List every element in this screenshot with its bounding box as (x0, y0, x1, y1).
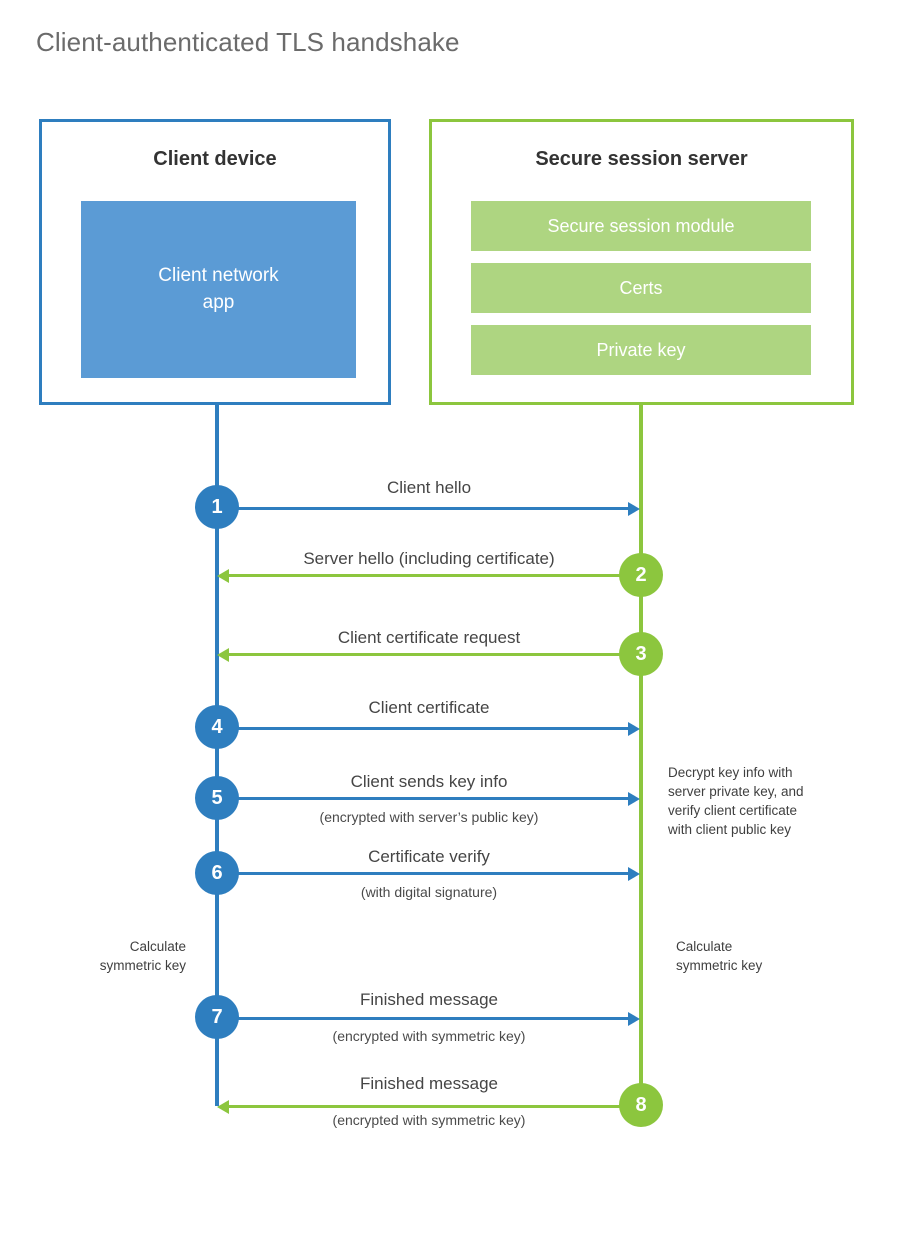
message-sublabel-8: (encrypted with symmetric key) (332, 1112, 526, 1128)
message-arrow-8 (217, 1099, 641, 1114)
arrowhead-left-icon (217, 568, 229, 583)
arrowhead-right-icon (628, 866, 640, 881)
secure-session-server-title: Secure session server (535, 148, 748, 170)
message-label-5: Client sends key info (350, 772, 508, 791)
client-lifeline (215, 405, 219, 1106)
message-sublabel-7: (encrypted with symmetric key) (332, 1028, 526, 1044)
message-sublabel-5: (encrypted with server’s public key) (319, 809, 539, 825)
message-label-7: Finished message (360, 990, 498, 1009)
certs-block: Certs (471, 263, 811, 313)
private-key-block: Private key (471, 325, 811, 375)
step-circle-2[interactable]: 2 (619, 553, 663, 597)
step-circle-4[interactable]: 4 (195, 705, 239, 749)
message-label-1: Client hello (386, 478, 472, 497)
secure-session-server-box: Secure session server Secure session mod… (429, 119, 854, 405)
step-circle-3[interactable]: 3 (619, 632, 663, 676)
step-circle-5[interactable]: 5 (195, 776, 239, 820)
message-arrow-7 (217, 1011, 640, 1026)
message-arrow-6 (217, 866, 640, 881)
secure-session-module-block: Secure session module (471, 201, 811, 251)
step-circle-1[interactable]: 1 (195, 485, 239, 529)
message-sublabel-6: (with digital signature) (360, 884, 498, 900)
server-lifeline (639, 405, 643, 1106)
arrowhead-right-icon (628, 791, 640, 806)
arrowhead-right-icon (628, 1011, 640, 1026)
client-device-title: Client device (153, 148, 277, 170)
message-label-6: Certificate verify (368, 847, 490, 866)
arrowhead-left-icon (217, 647, 229, 662)
message-arrow-3 (217, 647, 641, 662)
arrowhead-left-icon (217, 1099, 229, 1114)
note-calculate-symmetric-key-client: Calculate symmetric key (99, 939, 186, 974)
note-calculate-symmetric-key-server: Calculate symmetric key (676, 939, 763, 974)
message-label-8: Finished message (360, 1074, 498, 1093)
page-title: Client-authenticated TLS handshake (36, 27, 460, 57)
note-decrypt-key-info: Decrypt key info with server private key… (668, 765, 804, 838)
message-arrow-1 (217, 501, 640, 516)
message-arrow-5 (217, 791, 640, 806)
message-arrow-4 (217, 721, 640, 736)
step-circle-7[interactable]: 7 (195, 995, 239, 1039)
client-device-box: Client device Client network app (39, 119, 391, 405)
message-arrow-2 (217, 568, 641, 583)
step-circle-6[interactable]: 6 (195, 851, 239, 895)
arrowhead-right-icon (628, 721, 640, 736)
client-network-app-block: Client network app (81, 201, 356, 378)
message-label-3: Client certificate request (337, 628, 521, 647)
message-label-2: Server hello (including certificate) (303, 549, 555, 568)
arrowhead-right-icon (628, 501, 640, 516)
message-label-4: Client certificate (368, 698, 490, 717)
step-circle-8[interactable]: 8 (619, 1083, 663, 1127)
